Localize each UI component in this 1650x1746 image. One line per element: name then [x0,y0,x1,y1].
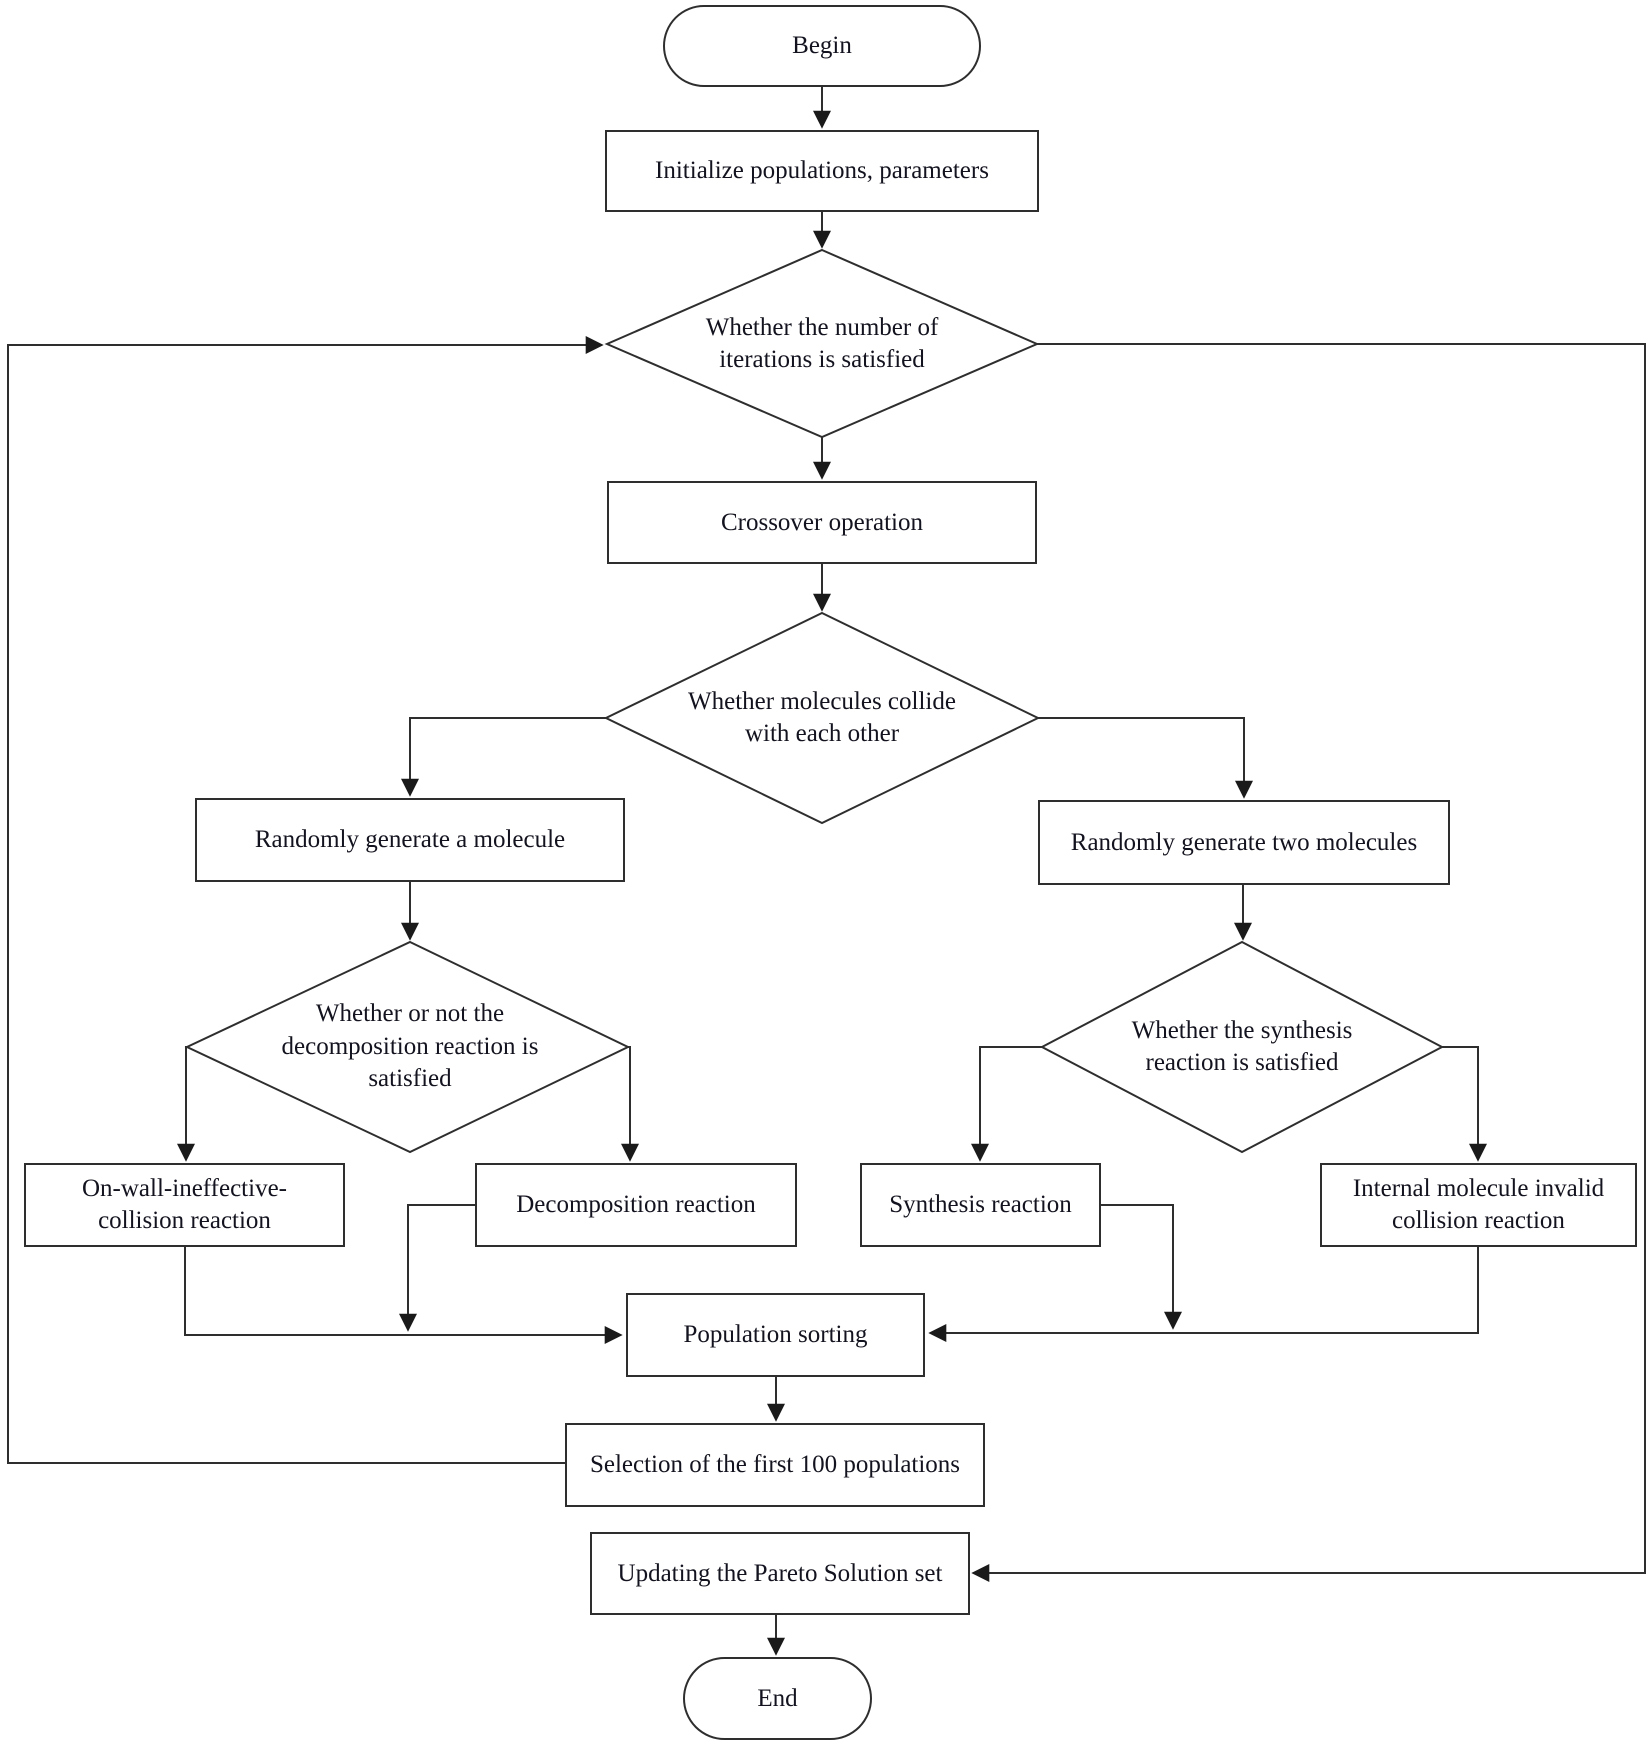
edge-collide-random-two [1038,717,1253,799]
decision-iterations-shape [604,248,1040,439]
edge-decompdec-decomp [621,1046,639,1162]
process-initialize: Initialize populations, parameters [605,130,1039,212]
decision-synthesis-shape [1039,940,1445,1154]
edge-synthesis-join [1101,1204,1182,1330]
edge-iterations-updating-feedback [971,343,1646,1582]
edge-decomp-join [399,1204,475,1332]
terminator-end: End [683,1657,872,1740]
edge-selection-iterations-feedback [7,336,604,1464]
process-on-wall-collision: On-wall-ineffective- collision reaction [24,1163,345,1247]
edge-internal-popsort [928,1247,1479,1342]
process-synthesis-reaction: Synthesis reaction [860,1163,1101,1247]
process-selection-first-100: Selection of the first 100 populations [565,1423,985,1507]
process-random-two-molecules: Randomly generate two molecules [1038,800,1450,885]
decision-decomposition-shape [184,940,631,1154]
edge-onwall-popsort [184,1247,623,1344]
process-internal-collision: Internal molecule invalid collision reac… [1320,1163,1637,1247]
edge-synthdec-synthesis [971,1046,1042,1162]
process-random-one-molecule: Randomly generate a molecule [195,798,625,882]
edge-synthdec-internal [1442,1046,1487,1162]
process-decomposition-reaction: Decomposition reaction [475,1163,797,1247]
edge-decompdec-onwall [177,1046,195,1162]
process-population-sorting: Population sorting [626,1293,925,1377]
process-updating-pareto: Updating the Pareto Solution set [590,1532,970,1615]
process-crossover: Crossover operation [607,481,1037,564]
decision-collide-shape [603,611,1041,825]
edge-collide-random-one [401,717,606,797]
terminator-begin: Begin [663,5,981,87]
